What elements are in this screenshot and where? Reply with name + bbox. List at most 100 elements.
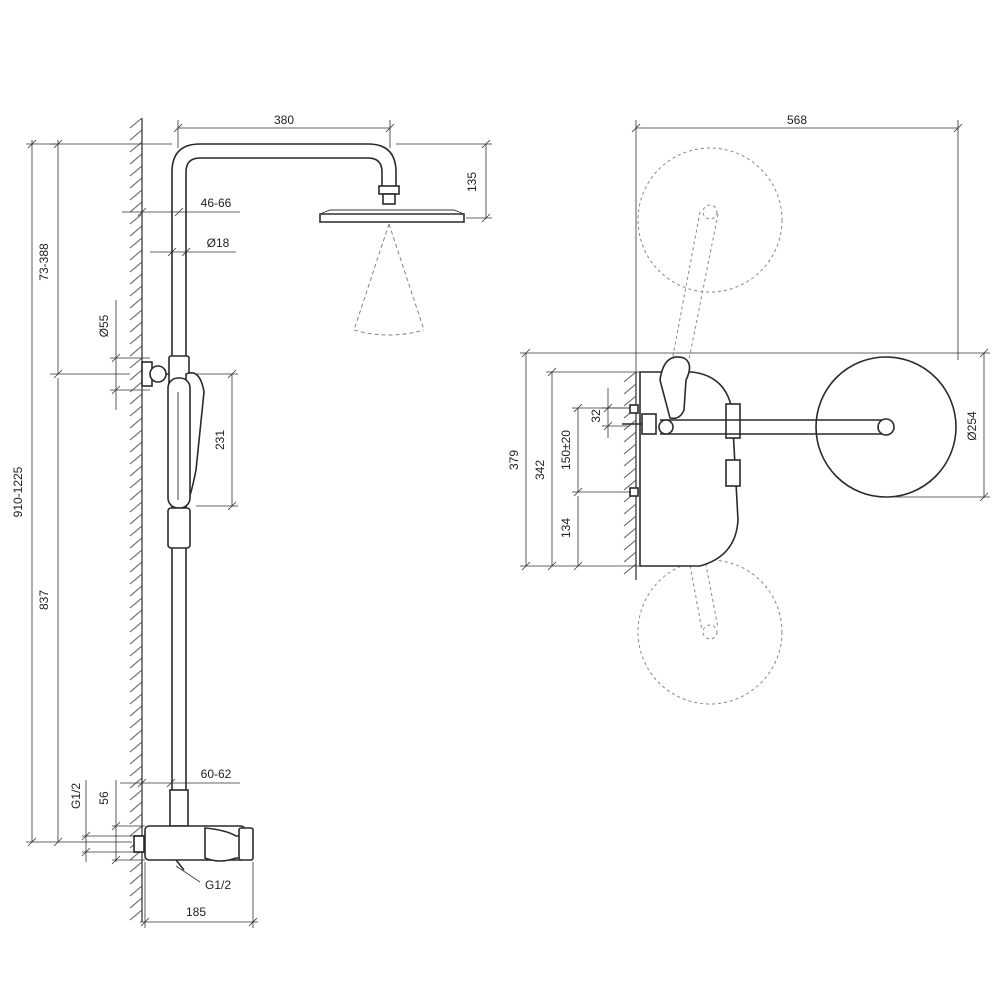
dim-568-label: 568 (787, 113, 807, 127)
hatch-line (129, 513, 143, 525)
dim-diam-18-label: Ø18 (207, 236, 230, 250)
dim-910-1225-label: 910-1225 (11, 466, 25, 517)
dim-60-62: 60-62 (120, 767, 240, 788)
riser-pipe (171, 143, 397, 820)
dim-185: 185 (140, 862, 258, 928)
hatch-line (129, 573, 143, 585)
dim-73-388-label: 73-388 (37, 243, 51, 281)
dim-379-label: 379 (507, 450, 521, 470)
dim-231: 231 (196, 369, 238, 511)
hatch-line (623, 515, 637, 527)
hatch-line (623, 467, 637, 479)
hatch-line (129, 597, 143, 609)
hatch-line (129, 633, 143, 645)
hatch-line (623, 563, 637, 575)
hatch-line (129, 357, 143, 369)
hatch-line (129, 333, 143, 345)
hatch-line (129, 225, 143, 237)
hatch-line (129, 141, 143, 153)
hatch-line (129, 825, 143, 837)
hatch-line (129, 297, 143, 309)
hatch-line (129, 405, 143, 417)
hatch-line (129, 501, 143, 513)
hatch-line (129, 681, 143, 693)
hatch-line (129, 285, 143, 297)
hatch-line (129, 525, 143, 537)
dim-g12-left: G1/2 (69, 780, 134, 862)
hatch-line (129, 717, 143, 729)
hatch-line (129, 117, 143, 129)
hatch-line (129, 537, 143, 549)
dim-g12-bottom-label: G1/2 (205, 878, 231, 892)
side-view: 568 Ø254 379 342 (507, 113, 990, 705)
dim-56-label: 56 (97, 791, 111, 805)
hatch-line (129, 909, 143, 921)
dim-135: 135 (396, 139, 492, 223)
dim-185-label: 185 (186, 905, 206, 919)
hatch-line (129, 381, 143, 393)
hatch-line (623, 503, 637, 515)
hatch-line (129, 441, 143, 453)
hatch-line (129, 393, 143, 405)
hatch-line (129, 789, 143, 801)
spray-cone (353, 223, 425, 336)
hatch-line (623, 539, 637, 551)
dim-diam-254: Ø254 (520, 348, 990, 502)
hatch-line (129, 609, 143, 621)
hatch-line (129, 489, 143, 501)
hatch-line (129, 873, 143, 885)
hatch-line (129, 861, 143, 873)
dim-56: 56 (97, 780, 145, 865)
dim-60-62-label: 60-62 (201, 767, 232, 781)
hatch-line (129, 237, 143, 249)
hatch-line (129, 897, 143, 909)
hatch-line (129, 477, 143, 489)
hatch-line (129, 801, 143, 813)
hatch-line (623, 551, 637, 563)
dim-diam-254-label: Ø254 (965, 411, 979, 441)
hatch-line (623, 479, 637, 491)
dim-diam-55-label: Ø55 (97, 314, 111, 337)
wall-hatch-front (129, 117, 143, 922)
dim-380: 380 (173, 113, 395, 148)
hatch-line (129, 885, 143, 897)
dim-32-label: 32 (589, 409, 603, 423)
hatch-line (623, 419, 637, 431)
thermostat-front (133, 825, 254, 871)
lower-connector (169, 789, 189, 827)
dim-150-20: 150±20 (559, 403, 630, 497)
hatch-line (129, 657, 143, 669)
hatch-line (623, 371, 637, 383)
front-view: 380 135 46-66 Ø18 73-388 (11, 113, 492, 928)
shower-arm-side (658, 418, 895, 436)
dim-379: 379 (507, 348, 640, 571)
hatch-line (129, 705, 143, 717)
dim-diam-55: Ø55 (97, 300, 150, 410)
hatch-line (129, 669, 143, 681)
hatch-line (129, 753, 143, 765)
hatch-line (129, 261, 143, 273)
dim-46-66-label: 46-66 (201, 196, 232, 210)
hatch-line (129, 621, 143, 633)
dim-134-label: 134 (559, 518, 573, 538)
hatch-line (129, 465, 143, 477)
dim-73-388: 73-388 (37, 139, 172, 379)
hatch-line (129, 741, 143, 753)
hatch-line (129, 429, 143, 441)
dim-g12-left-label: G1/2 (69, 783, 83, 809)
dim-g12-bottom: G1/2 (175, 865, 231, 892)
dim-231-label: 231 (213, 430, 227, 450)
hatch-line (129, 729, 143, 741)
hatch-line (129, 369, 143, 381)
hand-shower (167, 372, 205, 549)
shower-head-side (319, 185, 465, 223)
hatch-line (623, 395, 637, 407)
hatch-line (129, 549, 143, 561)
dim-342: 342 (533, 367, 640, 571)
hatch-line (623, 443, 637, 455)
hatch-line (129, 693, 143, 705)
dim-568: 568 (631, 113, 963, 372)
dim-32: 32 (589, 388, 630, 438)
hatch-line (129, 189, 143, 201)
hatch-line (129, 201, 143, 213)
